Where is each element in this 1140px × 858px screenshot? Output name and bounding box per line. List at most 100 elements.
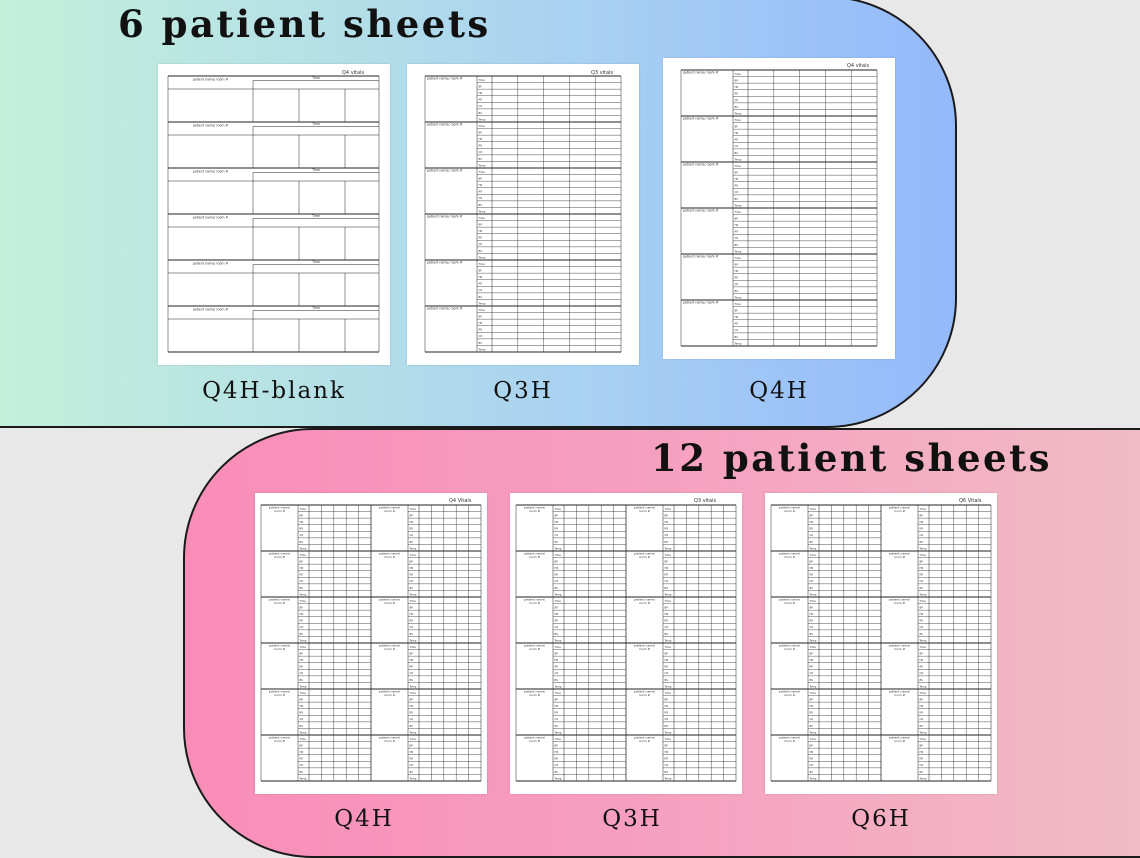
grid-label: RR: [920, 665, 924, 669]
grid-label: room #: [639, 739, 651, 743]
grid-label: Temp: [735, 295, 742, 299]
grid-label: RR: [920, 573, 924, 577]
grid-label: patient name/: [524, 506, 546, 510]
grid-label: O2: [665, 717, 669, 721]
grid-label: HR: [555, 750, 559, 754]
grid-label: Temp: [735, 111, 742, 115]
grid-label: patient name/: [779, 736, 801, 740]
grid-label: BS: [479, 295, 483, 299]
sheet-caption-q4h-12: Q4H: [334, 806, 394, 832]
grid-label: BS: [810, 632, 814, 636]
sheet-caption-q6h-12: Q6H: [851, 806, 911, 832]
grid-label: BS: [920, 632, 924, 636]
grid-label: BP: [479, 223, 483, 227]
grid-label: RR: [665, 527, 669, 531]
grid-label: O2: [810, 717, 814, 721]
grid-label: BS: [479, 249, 483, 253]
grid-label: Temp: [810, 684, 817, 688]
grid-label: BS: [479, 341, 483, 345]
grid-label: Time: [300, 645, 307, 649]
grid-label: Time: [665, 599, 672, 603]
grid-label: BP: [410, 744, 414, 748]
grid-label: Time: [555, 553, 562, 557]
grid-label: BP: [810, 744, 814, 748]
grid-label: BP: [735, 171, 739, 175]
grid-label: Temp: [810, 776, 817, 780]
grid-label: O2: [665, 533, 669, 537]
grid-label: BS: [665, 770, 669, 774]
grid-label: Time: [735, 256, 742, 260]
sheet-title: Q4 vitals: [847, 63, 870, 69]
grid-label: O2: [810, 533, 814, 537]
grid-label: BS: [300, 770, 304, 774]
grid-label: HR: [479, 137, 483, 141]
grid-label: patient name/ room #: [193, 124, 229, 128]
grid-label: BP: [810, 652, 814, 656]
grid-label: O2: [665, 625, 669, 629]
grid-label: RR: [665, 711, 669, 715]
grid-label: room #: [784, 601, 796, 605]
grid-label: Temp: [479, 347, 486, 351]
grid-label: Time: [555, 691, 562, 695]
grid-label: O2: [300, 763, 304, 767]
grid-label: O2: [735, 98, 739, 102]
grid-label: RR: [810, 619, 814, 623]
grid-label: BP: [410, 514, 414, 518]
grid-label: RR: [665, 665, 669, 669]
grid-label: HR: [735, 131, 739, 135]
grid-label: O2: [555, 579, 559, 583]
grid-label: BS: [810, 540, 814, 544]
grid-label: Temp: [300, 638, 307, 642]
grid-label: patient name/: [269, 598, 291, 602]
sheet-grid: patient name/ room #TimeBPHRRRO2BSTemppa…: [424, 75, 622, 353]
grid-label: O2: [479, 334, 483, 338]
grid-label: RR: [665, 573, 669, 577]
sheet-grid: patient name/room #TimeBPHRRRO2BSTemppat…: [515, 504, 737, 782]
grid-label: HR: [920, 658, 924, 662]
sheet-grid: patient name/room #TimeBPHRRRO2BSTemppat…: [770, 504, 992, 782]
grid-label: patient name/: [634, 552, 656, 556]
grid-label: Temp: [555, 684, 562, 688]
grid-label: patient name/ room #: [683, 71, 719, 75]
grid-label: BP: [479, 269, 483, 273]
grid-label: patient name/: [634, 690, 656, 694]
grid-label: HR: [735, 85, 739, 89]
grid-label: Time: [920, 553, 927, 557]
grid-label: O2: [410, 533, 414, 537]
grid-label: Time: [410, 553, 417, 557]
grid-label: Time: [810, 737, 817, 741]
grid-label: patient name/ room #: [193, 78, 229, 82]
grid-label: HR: [555, 658, 559, 662]
grid-label: room #: [529, 509, 541, 513]
grid-label: room #: [274, 693, 286, 697]
grid-label: room #: [274, 601, 286, 605]
grid-label: room #: [529, 601, 541, 605]
grid-label: RR: [810, 527, 814, 531]
grid-label: HR: [300, 750, 304, 754]
grid-label: BP: [300, 698, 304, 702]
grid-label: BP: [810, 560, 814, 564]
grid-label: room #: [274, 647, 286, 651]
grid-label: patient name/: [779, 644, 801, 648]
grid-label: Temp: [300, 776, 307, 780]
grid-label: patient name/: [779, 598, 801, 602]
grid-label: BS: [479, 157, 483, 161]
grid-label: room #: [639, 601, 651, 605]
sheet-title: Q6 Vitals: [959, 498, 982, 504]
grid-label: Time: [665, 691, 672, 695]
grid-label: HR: [735, 177, 739, 181]
grid-label: BP: [920, 652, 924, 656]
grid-label: HR: [665, 612, 669, 616]
grid-label: BP: [665, 652, 669, 656]
grid-label: Temp: [920, 546, 927, 550]
grid-label: BS: [410, 586, 414, 590]
grid-label: BP: [665, 514, 669, 518]
grid-label: BS: [665, 586, 669, 590]
grid-label: Temp: [920, 592, 927, 596]
grid-label: RR: [735, 92, 739, 96]
grid-label: O2: [479, 196, 483, 200]
grid-label: BS: [555, 540, 559, 544]
sheet-grid: patient name/ room #TimeBPHRRRO2BSTemppa…: [680, 69, 878, 347]
